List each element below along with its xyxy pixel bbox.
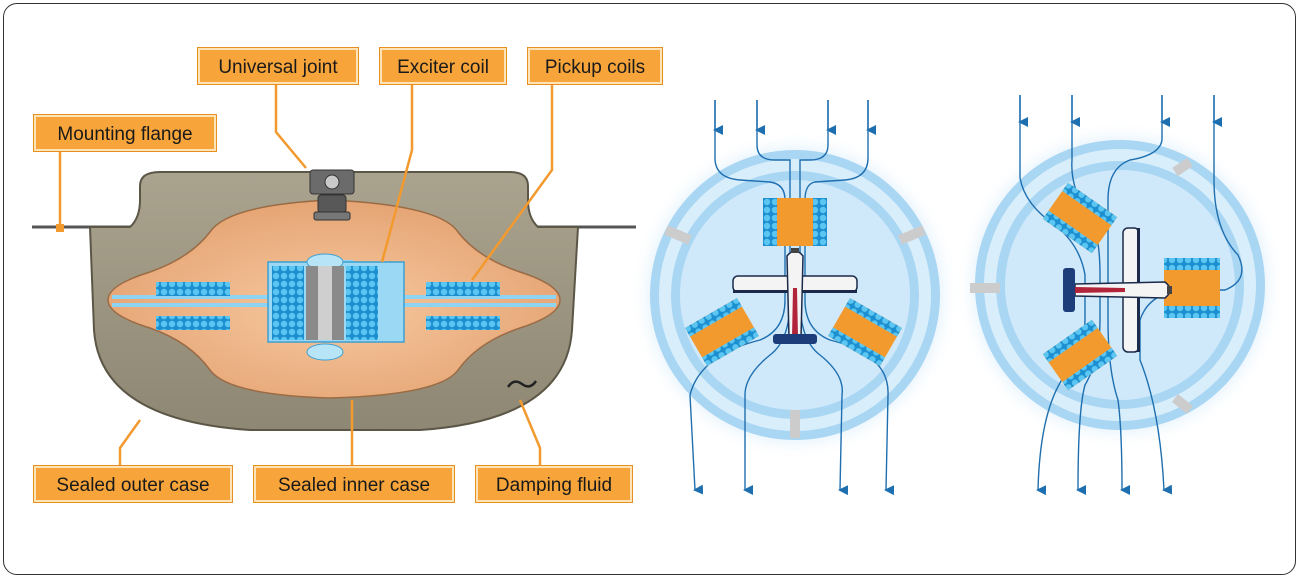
label-pickup-coils: Pickup coils — [528, 48, 662, 84]
label-sealed-outer-case: Sealed outer case — [34, 466, 232, 502]
exciter-coil-part — [272, 266, 378, 340]
label-damping-fluid: Damping fluid — [476, 466, 632, 502]
pickup-coil-right — [1164, 258, 1220, 318]
label-exciter-coil: Exciter coil — [380, 48, 506, 84]
flux-ring-east — [955, 95, 1285, 490]
pickup-coil-top — [763, 198, 827, 246]
label-sealed-inner-case: Sealed inner case — [254, 466, 454, 502]
label-mounting-flange: Mounting flange — [34, 115, 216, 151]
label-universal-joint: Universal joint — [198, 48, 358, 84]
flux-ring-north — [630, 100, 960, 490]
